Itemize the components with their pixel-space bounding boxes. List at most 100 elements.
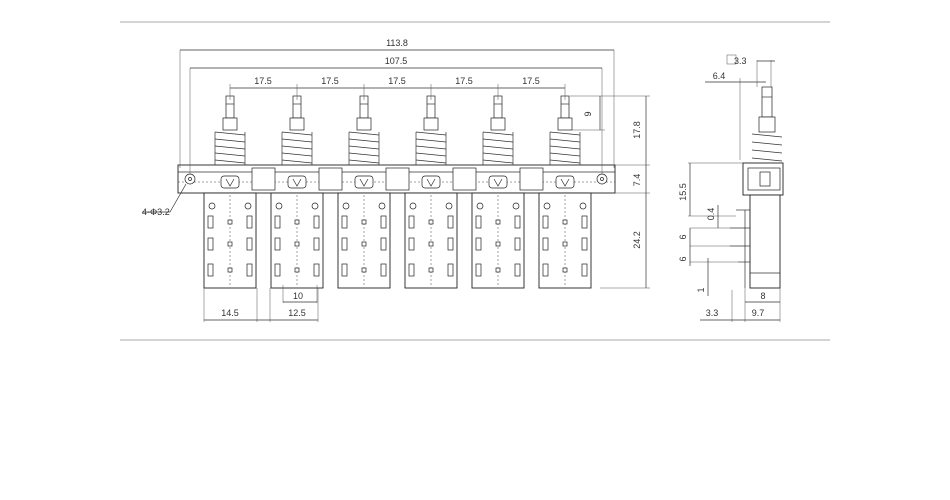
dim-plunger-height: 17.8 [632, 121, 642, 139]
side-cap-box [726, 54, 737, 65]
front-dimensions: 113.8 107.5 17.5 17.5 17.5 17.5 17.5 9 1… [142, 38, 650, 322]
contact-slot-left [475, 215, 482, 229]
contact-slot-right [380, 237, 387, 251]
contact-slot-left [542, 215, 549, 229]
body-hole-right [378, 202, 386, 210]
contact-slot-left [341, 263, 348, 277]
contact-slot-left [274, 237, 281, 251]
dim-pitch-2: 17.5 [321, 76, 339, 86]
contact-pin [495, 267, 501, 273]
contact-slot-left [408, 237, 415, 251]
side-dim-base-height: 8 [760, 291, 765, 301]
contact-pin [428, 241, 434, 247]
contact-pin [294, 219, 300, 225]
side-dim-pin-row-a: 6 [678, 234, 688, 239]
actuator [220, 175, 240, 189]
bracket-gap-block [519, 167, 544, 191]
bracket-gap-block [452, 167, 477, 191]
switch-5 [471, 95, 525, 289]
actuator-notch [292, 178, 302, 187]
dim-bracket-height: 7.4 [632, 174, 642, 187]
contact-slot-left [341, 215, 348, 229]
contact-slot-right [246, 263, 253, 277]
spring [348, 131, 380, 164]
dim-pitch-4: 17.5 [455, 76, 473, 86]
contact-slot-right [581, 263, 588, 277]
contact-pin [562, 241, 568, 247]
contact-slot-right [581, 237, 588, 251]
contact-slot-right [313, 263, 320, 277]
switch-6 [538, 95, 592, 289]
body-hole-right [512, 202, 520, 210]
switch-2 [270, 95, 324, 289]
side-dimensions: 3.3 6.4 15.5 0.4 6 6 1 8 3.3 9.7 [678, 54, 781, 322]
contact-slot-left [207, 215, 214, 229]
contact-slot-left [207, 263, 214, 277]
side-dim-cap-width: 3.3 [734, 56, 747, 66]
contact-slot-left [475, 237, 482, 251]
spring [549, 131, 581, 164]
body-hole-right [244, 202, 252, 210]
actuator-notch [426, 178, 436, 187]
contact-slot-right [246, 237, 253, 251]
dim-body-height: 24.2 [632, 231, 642, 249]
side-dim-pin-tip: 1 [696, 287, 706, 292]
side-dim-upper-height: 15.5 [678, 183, 688, 201]
bracket-gap-block [251, 167, 276, 191]
contact-slot-left [341, 237, 348, 251]
switch-group [203, 95, 592, 289]
plunger-shaft [423, 117, 439, 131]
contact-slot-left [475, 263, 482, 277]
contact-pin [294, 267, 300, 273]
contact-slot-right [514, 215, 521, 229]
mounting-hole-right-center [600, 177, 604, 181]
contact-pin [428, 219, 434, 225]
actuator-notch [225, 178, 235, 187]
body-hole-left [409, 202, 417, 210]
plunger-shaft [356, 117, 372, 131]
contact-slot-left [274, 215, 281, 229]
contact-pin [428, 267, 434, 273]
bracket-gap-block [385, 167, 410, 191]
contact-pin [562, 219, 568, 225]
body-hole-right [579, 202, 587, 210]
contact-slot-right [380, 263, 387, 277]
spring [415, 131, 447, 164]
bracket-gap-block [318, 167, 343, 191]
actuator-notch [560, 178, 570, 187]
body-hole-left [208, 202, 216, 210]
contact-slot-right [447, 215, 454, 229]
contact-slot-left [542, 263, 549, 277]
body-hole-left [476, 202, 484, 210]
dim-pitch-1: 17.5 [254, 76, 272, 86]
contact-pin [361, 241, 367, 247]
hole-callout: 4-Φ3.2 [142, 207, 170, 217]
actuator-notch [359, 178, 369, 187]
contact-slot-left [408, 263, 415, 277]
side-latch [759, 171, 771, 187]
actuator [354, 175, 374, 189]
front-view [177, 95, 616, 289]
contact-slot-right [246, 215, 253, 229]
side-dim-pin-row-b: 6 [678, 256, 688, 261]
dim-module-gap: 12.5 [288, 308, 306, 318]
spring [482, 131, 514, 164]
contact-pin [361, 267, 367, 273]
actuator [421, 175, 441, 189]
side-dim-bottom-right: 9.7 [752, 308, 765, 318]
side-view [730, 86, 784, 289]
dim-pitch-3: 17.5 [388, 76, 406, 86]
side-plunger-cap [761, 86, 773, 118]
actuator [287, 175, 307, 189]
contact-pin [562, 267, 568, 273]
body-hole-right [311, 202, 319, 210]
dim-pitch-5: 17.5 [522, 76, 540, 86]
body-hole-right [445, 202, 453, 210]
contact-slot-right [313, 237, 320, 251]
plunger-shaft [222, 117, 238, 131]
switch-3 [337, 95, 391, 289]
dim-module-width: 14.5 [221, 308, 239, 318]
contact-slot-right [313, 215, 320, 229]
contact-slot-right [380, 215, 387, 229]
actuator [555, 175, 575, 189]
